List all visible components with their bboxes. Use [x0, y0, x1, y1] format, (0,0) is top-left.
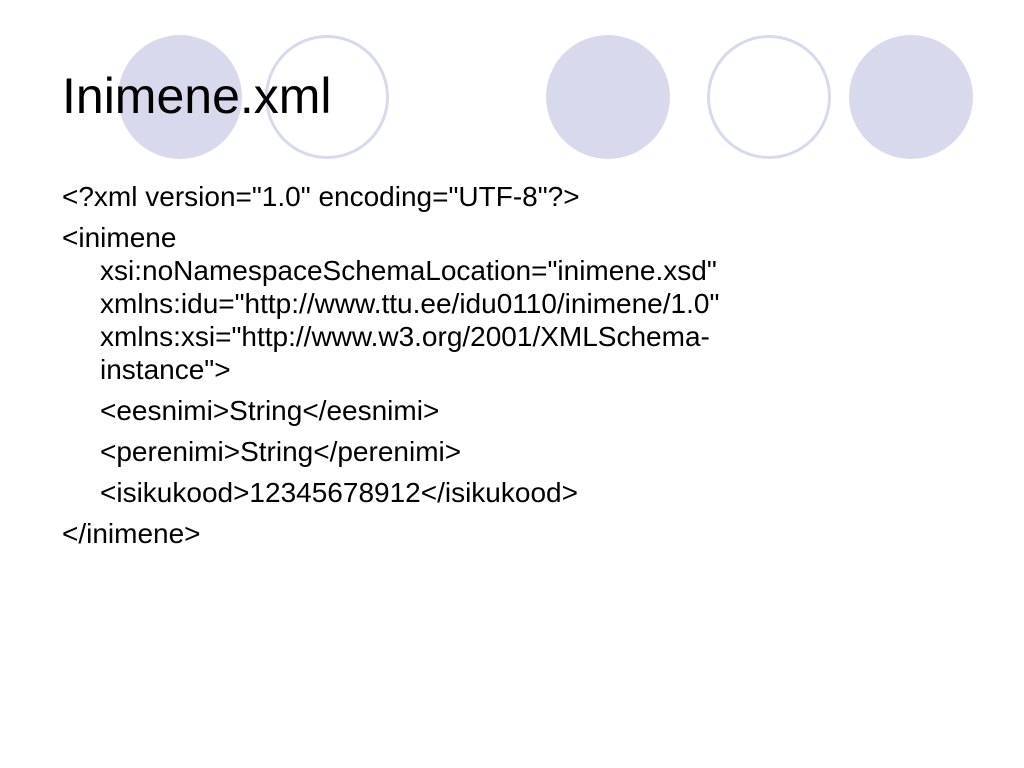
root-element-close: </inimene>: [62, 518, 201, 549]
slide-body: <?xml version="1.0" encoding="UTF-8"?> <…: [62, 180, 962, 558]
root-element-tag: <inimene: [62, 222, 177, 253]
decorative-circle: [707, 35, 831, 159]
root-element-open: <inimene xsi:noNamespaceSchemaLocation="…: [62, 221, 962, 386]
xmlns-idu-attr: xmlns:idu="http://www.ttu.ee/idu0110/ini…: [100, 288, 720, 319]
decorative-circle: [118, 35, 242, 159]
perenimi-element-line: <perenimi>String</perenimi>: [100, 436, 462, 467]
xml-declaration-line: <?xml version="1.0" encoding="UTF-8"?>: [62, 181, 580, 212]
isikukood-element-line: <isikukood>12345678912</isikukood>: [100, 477, 578, 508]
xmlns-xsi-attr: xmlns:xsi="http://www.w3.org/2001/XMLSch…: [100, 321, 710, 352]
decorative-circle: [546, 35, 670, 159]
decorative-circle: [265, 35, 389, 159]
schema-location-attr: xsi:noNamespaceSchemaLocation="inimene.x…: [100, 255, 717, 286]
xmlns-xsi-attr-continued: instance">: [100, 354, 231, 385]
decorative-circle: [849, 35, 973, 159]
slide-title: Inimene.xml: [62, 68, 332, 124]
eesnimi-element-line: <eesnimi>String</eesnimi>: [100, 395, 440, 426]
